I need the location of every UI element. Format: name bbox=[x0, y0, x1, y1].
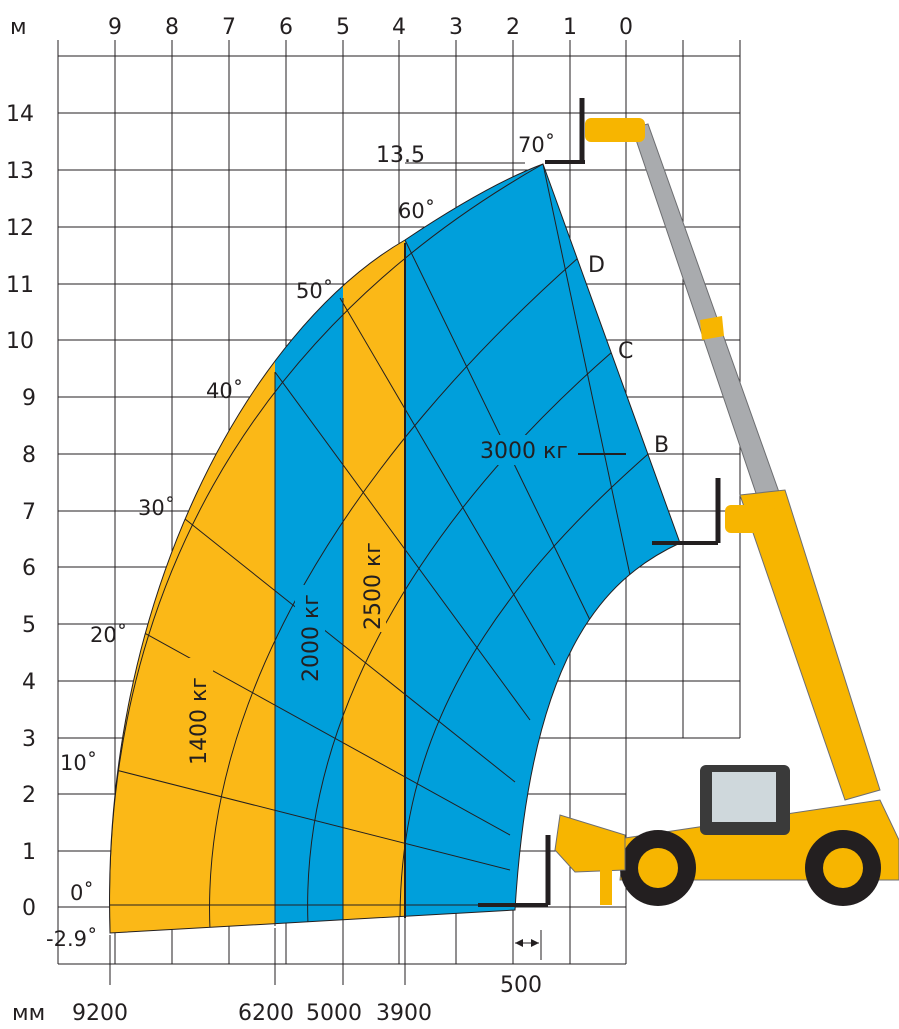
x-tick-label: 7 bbox=[222, 15, 236, 40]
x-tick-label: 4 bbox=[392, 15, 406, 40]
angle-label: -2.9˚ bbox=[46, 927, 97, 951]
zone-label-2000: 2000 кг bbox=[299, 594, 324, 682]
y-tick-label: 13 bbox=[6, 159, 34, 184]
x-tick-label: 9 bbox=[108, 15, 122, 40]
y-tick-label: 3 bbox=[22, 727, 36, 752]
outreach-label-5000: 5000 bbox=[306, 1001, 362, 1026]
outreach-label-9200: 9200 bbox=[72, 1001, 128, 1026]
fork-offset-dimension bbox=[512, 930, 542, 960]
y-unit-label: м bbox=[10, 15, 27, 40]
zone-label-2500: 2500 кг bbox=[361, 542, 386, 630]
y-tick-label: 4 bbox=[22, 670, 36, 695]
y-tick-label: 7 bbox=[22, 500, 36, 525]
extension-label-b: B bbox=[654, 433, 669, 458]
x-tick-label: 8 bbox=[165, 15, 179, 40]
y-tick-label: 1 bbox=[22, 840, 36, 865]
mm-unit-label: мм bbox=[12, 1001, 45, 1026]
zone-label-3000: 3000 кг bbox=[480, 439, 568, 464]
y-tick-label: 9 bbox=[22, 386, 36, 411]
zone-labels: 1400 кг 2000 кг 2500 кг 3000 кг bbox=[183, 435, 578, 768]
y-tick-label: 2 bbox=[22, 783, 36, 808]
extension-label-d: D bbox=[588, 253, 605, 278]
angle-label: 60˚ bbox=[398, 199, 435, 223]
zone-2000 bbox=[275, 164, 343, 933]
angle-label: 20˚ bbox=[90, 623, 127, 647]
angle-label: 70˚ bbox=[518, 133, 555, 157]
x-tick-label: 6 bbox=[279, 15, 293, 40]
y-tick-label: 14 bbox=[6, 102, 34, 127]
y-tick-labels: 14 13 12 11 10 9 8 7 6 5 4 3 2 1 0 bbox=[6, 102, 36, 921]
telehandler-illustration bbox=[478, 98, 899, 907]
angle-label: 0˚ bbox=[70, 881, 94, 905]
outreach-label-3900: 3900 bbox=[376, 1001, 432, 1026]
x-tick-label: 5 bbox=[336, 15, 350, 40]
angle-labels: 70˚ 60˚ 50˚ 40˚ 30˚ 20˚ 10˚ 0˚ -2.9˚ bbox=[46, 133, 555, 951]
angle-label: 30˚ bbox=[138, 496, 175, 520]
y-tick-label: 10 bbox=[6, 329, 34, 354]
x-tick-label: 0 bbox=[619, 15, 633, 40]
max-height-label: 13.5 bbox=[376, 143, 425, 168]
y-tick-label: 0 bbox=[22, 896, 36, 921]
x-tick-label: 1 bbox=[563, 15, 577, 40]
y-tick-label: 8 bbox=[22, 443, 36, 468]
zone-1400 bbox=[109, 164, 275, 933]
outreach-label-6200: 6200 bbox=[238, 1001, 294, 1026]
fork-offset-label: 500 bbox=[500, 973, 542, 998]
angle-label: 10˚ bbox=[60, 751, 97, 775]
x-tick-label: 3 bbox=[449, 15, 463, 40]
extension-label-c: C bbox=[618, 339, 633, 364]
y-tick-label: 5 bbox=[22, 613, 36, 638]
zone-label-1400: 1400 кг bbox=[187, 677, 212, 765]
angle-label: 50˚ bbox=[296, 279, 333, 303]
x-tick-labels: 9 8 7 6 5 4 3 2 1 0 bbox=[108, 15, 633, 40]
y-tick-label: 11 bbox=[6, 273, 34, 298]
y-tick-label: 6 bbox=[22, 556, 36, 581]
y-tick-label: 12 bbox=[6, 216, 34, 241]
angle-label: 40˚ bbox=[206, 379, 243, 403]
x-tick-label: 2 bbox=[506, 15, 520, 40]
